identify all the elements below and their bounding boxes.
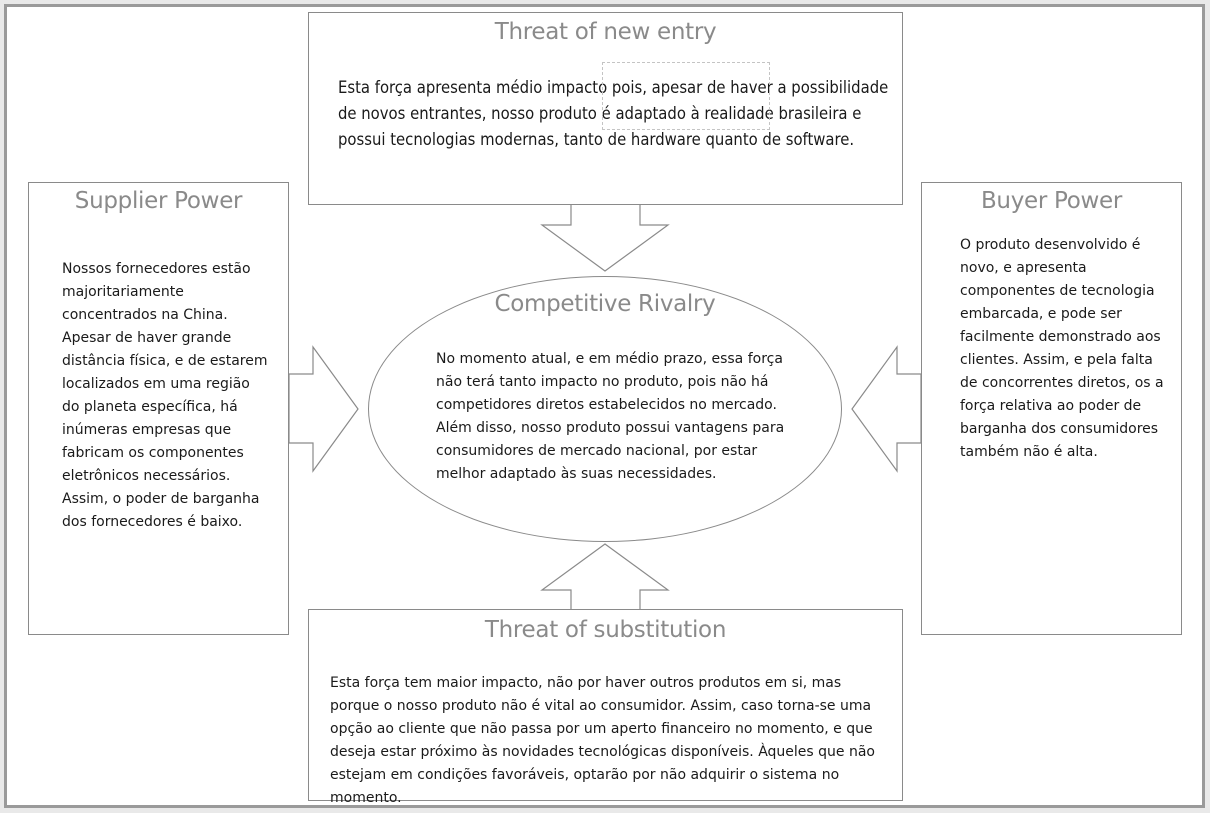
buyer-power-title: Buyer Power	[980, 188, 1123, 214]
text-selection-outline	[602, 62, 770, 130]
supplier-power-text: Nossos fornecedores estão majoritariamen…	[62, 261, 268, 530]
competitive-rivalry-ellipse	[368, 276, 842, 542]
threat-new-entry-title: Threat of new entry	[494, 19, 717, 45]
threat-substitution-title: Threat of substitution	[484, 617, 727, 643]
competitive-rivalry-text: No momento atual, e em médio prazo, essa…	[436, 351, 785, 482]
threat-substitution-box: Threat of substitution Esta força tem ma…	[308, 609, 903, 806]
arrow-down-from-new-entry	[540, 203, 670, 272]
arrow-up-from-substitution	[540, 543, 670, 611]
arrow-right-from-supplier	[288, 345, 359, 473]
supplier-power-box: Supplier Power Nossos fornecedores estão…	[28, 182, 289, 635]
arrow-left-from-buyer	[851, 345, 922, 473]
threat-new-entry-text: Esta força apresenta médio impacto pois,…	[338, 78, 889, 149]
threat-substitution-text: Esta força tem maior impacto, não por ha…	[330, 675, 876, 806]
competitive-rivalry-title: Competitive Rivalry	[494, 291, 716, 317]
threat-new-entry-box: Threat of new entry Esta força apresenta…	[308, 12, 903, 205]
buyer-power-text: O produto desenvolvido é novo, e apresen…	[960, 237, 1164, 460]
supplier-power-title: Supplier Power	[74, 188, 243, 214]
buyer-power-box: Buyer Power O produto desenvolvido é nov…	[921, 182, 1182, 635]
